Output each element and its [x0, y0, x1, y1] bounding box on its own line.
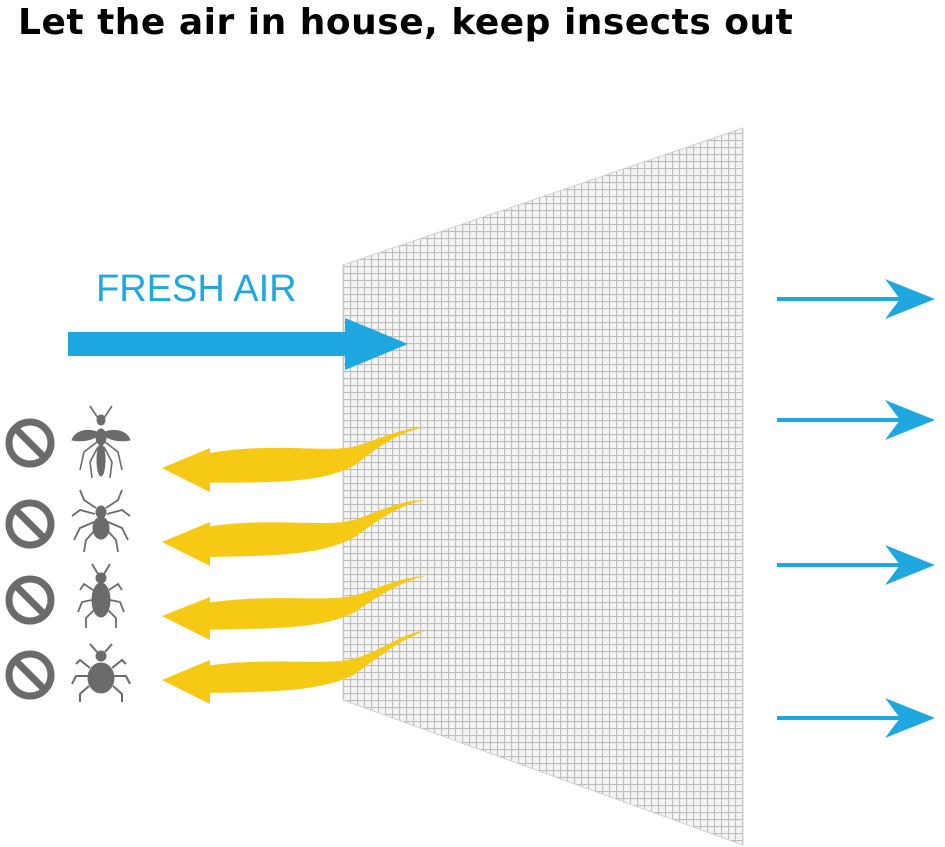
headline: Let the air in house, keep insects out	[18, 2, 794, 43]
deflected-arrow-2	[162, 500, 425, 566]
deflected-arrow-1	[162, 427, 425, 492]
mite-icon	[71, 643, 131, 702]
outgoing-arrow-1	[777, 279, 935, 319]
deflected-arrow-4	[162, 631, 425, 704]
prohibited-icon-4	[5, 650, 55, 700]
outgoing-arrow-3	[777, 545, 935, 585]
mosquito-icon	[71, 405, 131, 479]
prohibition-icons	[5, 418, 55, 700]
prohibited-icon-3	[5, 575, 55, 625]
spider-icon	[71, 489, 131, 553]
cockroach-icon	[77, 563, 125, 628]
outgoing-arrow-4	[777, 698, 935, 738]
fresh-air-label: FRESH AIR	[96, 268, 297, 310]
outgoing-arrow-2	[777, 400, 935, 440]
prohibited-icon-2	[5, 499, 55, 549]
outgoing-air-arrows	[777, 279, 935, 738]
prohibited-icon-1	[5, 418, 55, 468]
mesh-screen	[342, 127, 744, 846]
deflected-insect-arrows	[162, 427, 425, 704]
fresh-air-arrow	[68, 318, 408, 370]
deflected-arrow-3	[162, 576, 425, 640]
